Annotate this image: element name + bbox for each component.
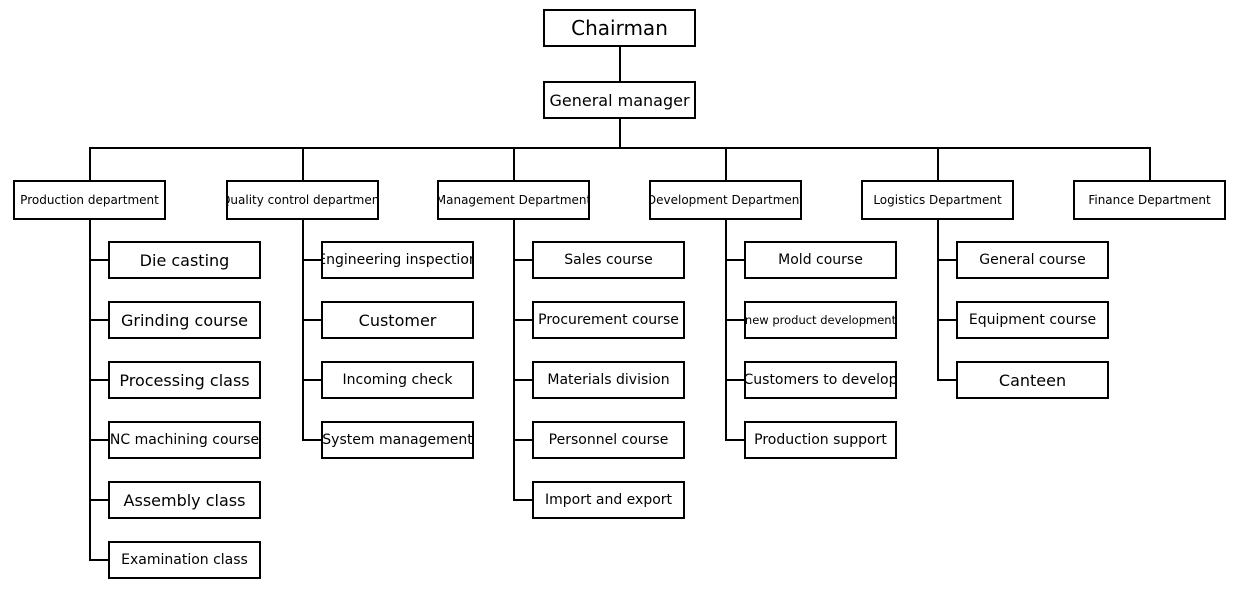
unit-branch-line [302,379,321,381]
unit-box-examination-class: Examination class [108,541,261,579]
unit-branch-line [89,439,108,441]
unit-branch-line [89,259,108,261]
unit-spine-line [513,220,515,501]
department-drop-line [89,147,91,180]
unit-box-production-support: Production support [744,421,897,459]
unit-box-materials-division: Materials division [532,361,685,399]
unit-box-processing-class: Processing class [108,361,261,399]
unit-branch-line [725,319,744,321]
unit-spine-line [937,220,939,381]
department-box-finance-department: Finance Department [1073,180,1226,220]
department-drop-line [302,147,304,180]
unit-box-assembly-class: Assembly class [108,481,261,519]
department-box-quality-control-department: Quality control department [226,180,379,220]
department-box-development-department: Development Department [649,180,802,220]
unit-spine-line [725,220,727,441]
department-box-production-department: Production department [13,180,166,220]
unit-box-nc-machining-course: NC machining course [108,421,261,459]
department-bus-line [89,147,1151,149]
unit-branch-line [513,319,532,321]
unit-branch-line [89,559,108,561]
unit-branch-line [937,259,956,261]
chairman-box: Chairman [543,9,696,47]
department-drop-line [513,147,515,180]
general-manager-box: General manager [543,81,696,119]
unit-branch-line [725,439,744,441]
unit-box-grinding-course: Grinding course [108,301,261,339]
unit-branch-line [302,439,321,441]
unit-box-incoming-check: Incoming check [321,361,474,399]
unit-box-system-management: System management [321,421,474,459]
department-box-management-department: Management Department [437,180,590,220]
unit-branch-line [937,319,956,321]
unit-branch-line [513,259,532,261]
unit-spine-line [302,220,304,441]
connector-line [619,47,621,81]
connector-line [619,119,621,148]
unit-branch-line [937,379,956,381]
unit-box-equipment-course: Equipment course [956,301,1109,339]
unit-box-new-product-development: new product development [744,301,897,339]
department-box-logistics-department: Logistics Department [861,180,1014,220]
unit-branch-line [513,379,532,381]
unit-branch-line [89,499,108,501]
department-drop-line [725,147,727,180]
unit-branch-line [725,379,744,381]
unit-branch-line [513,499,532,501]
unit-branch-line [89,319,108,321]
unit-branch-line [725,259,744,261]
unit-spine-line [89,220,91,561]
unit-box-procurement-course: Procurement course [532,301,685,339]
department-drop-line [1149,147,1151,180]
unit-box-personnel-course: Personnel course [532,421,685,459]
unit-box-sales-course: Sales course [532,241,685,279]
unit-box-mold-course: Mold course [744,241,897,279]
unit-box-general-course: General course [956,241,1109,279]
department-drop-line [937,147,939,180]
unit-box-canteen: Canteen [956,361,1109,399]
unit-box-engineering-inspection: Engineering inspection [321,241,474,279]
unit-box-die-casting: Die casting [108,241,261,279]
unit-box-customers-to-develop: Customers to develop [744,361,897,399]
unit-branch-line [302,259,321,261]
unit-branch-line [513,439,532,441]
unit-box-customer: Customer [321,301,474,339]
unit-branch-line [302,319,321,321]
unit-branch-line [89,379,108,381]
unit-box-import-and-export: Import and export [532,481,685,519]
